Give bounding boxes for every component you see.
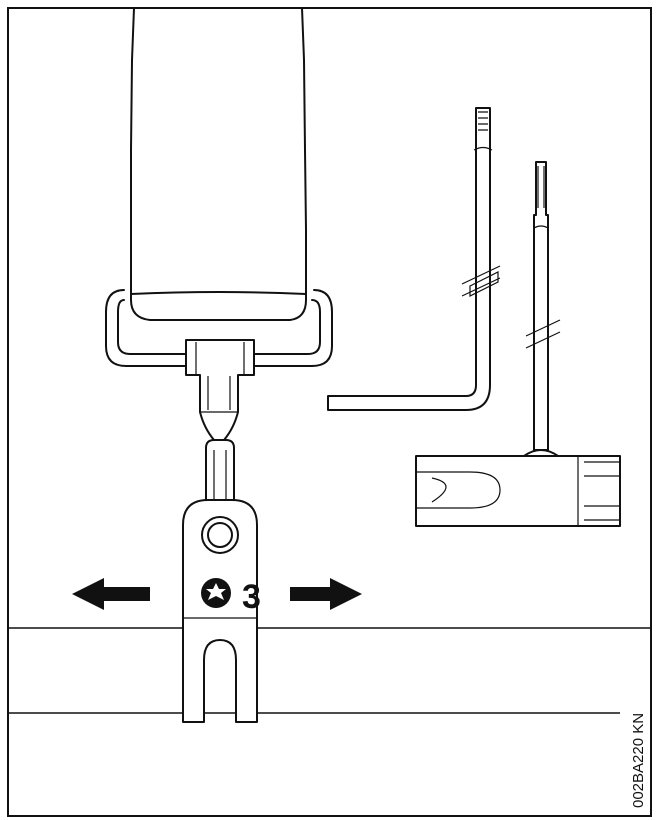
figure-code: 002BA220 KN [630, 713, 647, 808]
hex-key-icon [327, 107, 501, 411]
torx-star-icon [201, 578, 231, 608]
socket-t-wrench-icon [415, 161, 621, 527]
arrow-left-icon [72, 578, 150, 610]
figure-frame [7, 7, 652, 817]
arrow-right-icon [290, 578, 362, 610]
anchor-plate [182, 499, 258, 723]
step-number: 3 [242, 578, 261, 616]
seat-belt-webbing [130, 7, 307, 321]
